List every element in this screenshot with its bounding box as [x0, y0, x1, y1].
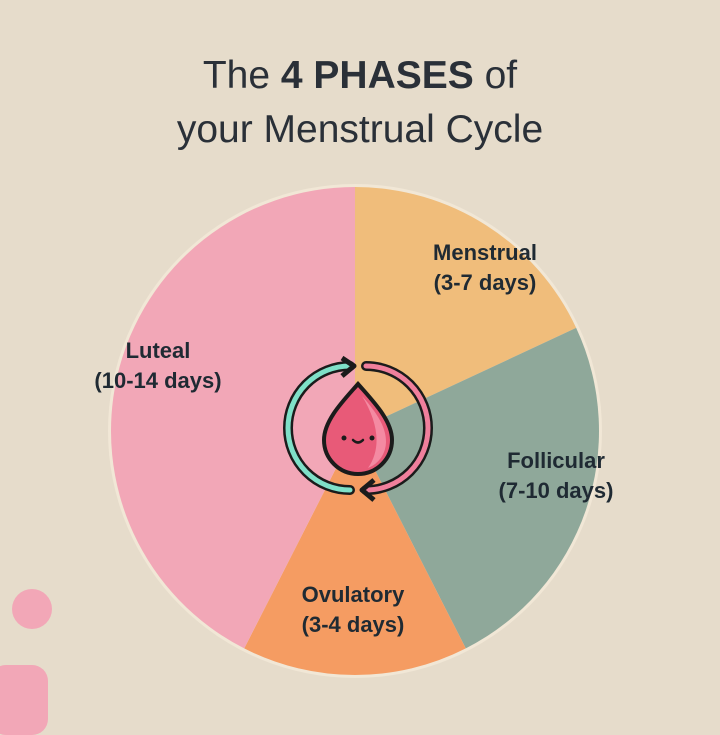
label-duration: (7-10 days) [498, 478, 614, 503]
decorative-dot [12, 589, 52, 629]
label-duration: (3-4 days) [301, 612, 405, 637]
label-duration: (3-7 days) [433, 270, 537, 295]
slice-label-luteal: Luteal (10-14 days) [48, 336, 268, 396]
pie-slice-follicular [355, 327, 599, 649]
pie-slice-luteal [111, 187, 355, 649]
slice-label-menstrual: Menstrual (3-7 days) [375, 238, 595, 298]
slice-label-follicular: Follicular (7-10 days) [446, 446, 666, 506]
pie-slice-ovulatory [244, 431, 466, 675]
label-name: Menstrual [433, 240, 537, 265]
pie-chart [108, 184, 602, 678]
label-name: Follicular [507, 448, 605, 473]
label-name: Luteal [125, 338, 191, 363]
pie-slice-menstrual [355, 187, 577, 431]
cycle-blood-drop-icon [283, 355, 433, 502]
title-line-2: your Menstrual Cycle [176, 108, 544, 151]
slice-label-ovulatory: Ovulatory (3-4 days) [243, 580, 463, 640]
label-duration: (10-14 days) [94, 368, 222, 393]
label-name: Ovulatory [301, 582, 405, 607]
title-line-1: The 4 PHASES of [202, 54, 518, 97]
